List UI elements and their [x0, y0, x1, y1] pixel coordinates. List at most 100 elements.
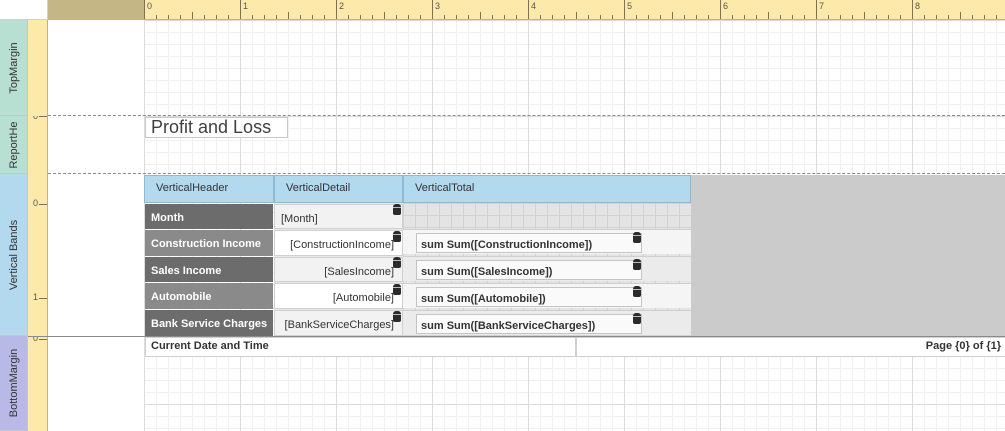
database-icon[interactable]: [393, 284, 401, 295]
ruler-tick: [876, 15, 877, 19]
ruler-tick: [804, 15, 805, 19]
band-divider-top-margin[interactable]: [48, 115, 1005, 116]
vertical-bands-empty-area: [691, 175, 1005, 336]
ruler-tick: [324, 15, 325, 19]
ruler-tick: [744, 15, 745, 19]
detail-cell-bank-service-charges[interactable]: [BankServiceCharges]: [274, 310, 403, 336]
ruler-tick: [816, 0, 817, 19]
ruler-tick: [708, 15, 709, 19]
band-label-top-margin[interactable]: TopMargin: [0, 20, 28, 116]
ruler-tick: [972, 15, 973, 19]
total-cell-automobile[interactable]: sum Sum([Automobile]): [416, 287, 642, 307]
ruler-tick: [240, 0, 241, 19]
ruler-tick: [648, 15, 649, 19]
database-icon[interactable]: [393, 311, 401, 322]
ruler-tick: [384, 12, 385, 19]
band-label-vertical-bands[interactable]: Vertical Bands: [0, 174, 28, 336]
ruler-tick: [480, 12, 481, 19]
summary-expression: Sum([SalesIncome]): [446, 266, 553, 278]
ruler-tick: [636, 15, 637, 19]
ruler-tick: [984, 15, 985, 19]
ruler-tick: [696, 15, 697, 19]
ruler-tick: [576, 12, 577, 19]
ruler-label-6: 6: [723, 1, 729, 11]
ruler-tick: [780, 15, 781, 19]
ruler-tick: [288, 12, 289, 19]
row-label-bank-service-charges[interactable]: Bank Service Charges: [145, 310, 273, 336]
left-margin-area: [48, 20, 144, 431]
vertical-ruler-top-margin: [28, 20, 48, 116]
band-label-report-header-text: ReportHe: [7, 120, 20, 169]
band-divider-report-header[interactable]: [48, 173, 1005, 174]
ruler-tick: [528, 0, 529, 19]
total-cell-construction-income[interactable]: sum Sum([ConstructionIncome]): [416, 233, 642, 253]
database-icon[interactable]: [633, 232, 641, 243]
ruler-tick: [840, 15, 841, 19]
database-icon[interactable]: [633, 313, 641, 324]
vertical-ruler-report-header: 0: [28, 116, 48, 174]
footer-date-time-label[interactable]: Current Date and Time: [145, 337, 576, 357]
band-label-report-header[interactable]: ReportHe: [0, 116, 28, 174]
ruler-tick: [516, 15, 517, 19]
ruler-tick: [960, 12, 961, 19]
detail-cell-sales-income[interactable]: [SalesIncome]: [274, 257, 403, 282]
database-icon[interactable]: [393, 204, 401, 215]
ruler-tick: [756, 15, 757, 19]
ruler-tick: [660, 15, 661, 19]
summary-expression: Sum([ConstructionIncome]): [446, 239, 593, 251]
vertical-header-band-title[interactable]: VerticalHeader: [144, 175, 274, 203]
ruler-tick: [276, 15, 277, 19]
report-title-label[interactable]: Profit and Loss: [145, 117, 288, 138]
band-divider-vertical-bands[interactable]: [28, 336, 1005, 337]
ruler-tick: [360, 15, 361, 19]
summary-prefix: sum: [421, 293, 444, 305]
ruler-tick: [612, 15, 613, 19]
ruler-corner: [0, 0, 48, 20]
ruler-tick: [372, 15, 373, 19]
detail-cell-automobile[interactable]: [Automobile]: [274, 283, 403, 309]
ruler-tick: [468, 15, 469, 19]
vertical-total-band-title[interactable]: VerticalTotal: [403, 175, 691, 203]
row-label-construction-income[interactable]: Construction Income: [145, 230, 273, 256]
ruler-tick: [336, 0, 337, 19]
ruler-tick: [312, 15, 313, 19]
database-icon[interactable]: [633, 286, 641, 297]
database-icon[interactable]: [633, 259, 641, 270]
summary-prefix: sum: [421, 320, 444, 332]
ruler-label-2: 2: [339, 1, 345, 11]
ruler-tick: [864, 12, 865, 19]
ruler-tick: [204, 15, 205, 19]
row-label-automobile[interactable]: Automobile: [145, 283, 273, 309]
ruler-tick: [396, 15, 397, 19]
database-icon[interactable]: [393, 231, 401, 242]
ruler-tick: [672, 12, 673, 19]
ruler-tick: [564, 15, 565, 19]
ruler-tick: [936, 15, 937, 19]
ruler-tick: [456, 15, 457, 19]
vruler-label-bands-1: 1: [33, 292, 39, 302]
band-label-bottom-margin-text: BottomMargin: [7, 348, 20, 418]
total-cell-bank-service-charges[interactable]: sum Sum([BankServiceCharges]): [416, 314, 642, 334]
ruler-tick: [504, 15, 505, 19]
detail-cell-construction-income[interactable]: [ConstructionIncome]: [274, 230, 403, 256]
ruler-label-1: 1: [243, 1, 249, 11]
band-label-bottom-margin[interactable]: BottomMargin: [0, 336, 28, 431]
row-label-month[interactable]: Month: [145, 204, 273, 229]
detail-cell-month[interactable]: [Month]: [274, 204, 403, 229]
horizontal-ruler[interactable]: 0 1 2 3 4 5 6 7 8: [48, 0, 1005, 20]
ruler-label-5: 5: [627, 1, 633, 11]
total-cell-sales-income[interactable]: sum Sum([SalesIncome]): [416, 260, 642, 280]
ruler-tick: [300, 15, 301, 19]
row-label-sales-income[interactable]: Sales Income: [145, 257, 273, 282]
ruler-tick: [180, 15, 181, 19]
ruler-tick: [828, 15, 829, 19]
footer-page-number-label[interactable]: Page {0} of {1}: [576, 337, 1005, 357]
ruler-tick: [492, 15, 493, 19]
vertical-detail-band-title[interactable]: VerticalDetail: [274, 175, 403, 203]
ruler-tick: [768, 12, 769, 19]
ruler-label-0: 0: [147, 1, 153, 11]
ruler-tick: [216, 15, 217, 19]
ruler-tick: [264, 15, 265, 19]
ruler-tick: [600, 15, 601, 19]
database-icon[interactable]: [393, 257, 401, 268]
